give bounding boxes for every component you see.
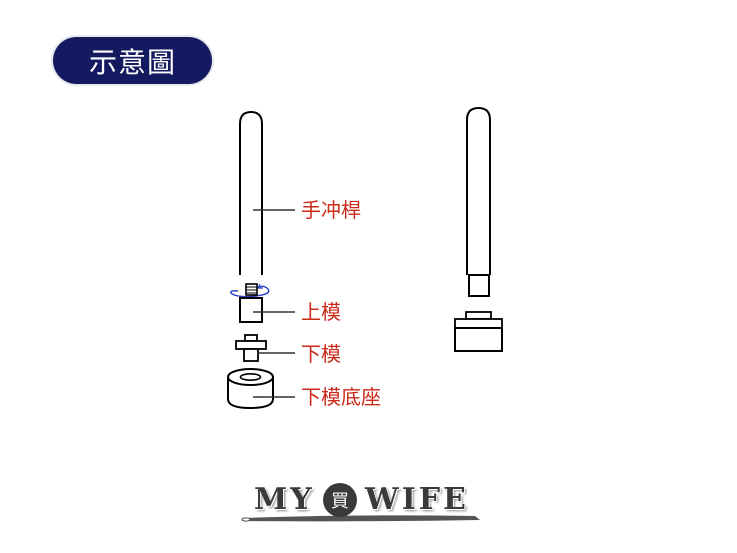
lower-die-right-flange xyxy=(454,318,503,329)
punch-rod-right xyxy=(466,106,491,275)
lower-die-flange xyxy=(235,340,267,350)
logo-circle: 買 xyxy=(323,483,357,517)
label-lower-die: 下模 xyxy=(301,342,341,366)
title-text: 示意圖 xyxy=(88,45,176,79)
rotate-arrow-icon xyxy=(230,285,270,298)
logo-text-right: WIFE xyxy=(365,482,469,517)
label-upper-die: 上模 xyxy=(301,300,341,324)
upper-die-right xyxy=(468,274,490,297)
label-punch-rod: 手冲桿 xyxy=(301,198,361,222)
title-badge: 示意圖 xyxy=(53,37,212,84)
upper-die-body xyxy=(239,297,263,323)
label-lower-die-base: 下模底座 xyxy=(301,385,381,409)
logo-text-left: MY xyxy=(254,482,315,517)
lower-die-stem xyxy=(243,348,259,362)
logo-needle xyxy=(242,515,480,522)
lower-die-right-base xyxy=(454,327,503,352)
brand-logo: MY 買 WIFE xyxy=(240,478,490,534)
punch-rod-left xyxy=(239,110,263,275)
lower-die-right-top xyxy=(465,311,492,320)
